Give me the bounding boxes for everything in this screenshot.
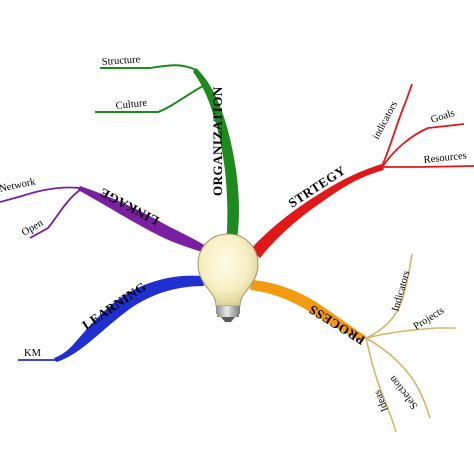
bulb-glass: [197, 233, 259, 307]
organization-label: ORGANIZATION: [210, 86, 225, 196]
branch-organization: Structure Culture ORGANIZATION: [95, 54, 239, 246]
organization-child-structure: Structure: [101, 54, 141, 68]
strategy-link-indicators: [381, 83, 413, 167]
bulb-base: [217, 314, 239, 317]
strategy-main-stroke: [250, 164, 384, 258]
learning-label: LEARNING: [79, 279, 149, 333]
process-link-projects: [365, 327, 456, 339]
strategy-child-goals: Goals: [430, 108, 457, 126]
bulb-tip: [221, 317, 235, 322]
process-link-selection: [365, 337, 431, 419]
branch-process: Indicators Projects Selection Ideas PROC…: [250, 253, 456, 433]
linkage-link-open: [29, 189, 81, 239]
branch-learning: KM LEARNING: [18, 275, 204, 362]
learning-child-km: KM: [24, 348, 42, 359]
process-child-ideas: Ideas: [372, 388, 390, 413]
linkage-link-network: [0, 186, 81, 203]
linkage-main-stroke: [78, 186, 206, 252]
linkage-label: LINKAGE: [97, 185, 161, 229]
bulb-base: [216, 306, 240, 310]
strategy-child-resources: Resources: [423, 151, 467, 166]
strategy-link-resources: [383, 165, 474, 168]
learning-main-stroke: [54, 275, 204, 362]
process-link-indicators: [365, 253, 413, 339]
process-label: PROCESS: [306, 302, 368, 348]
process-main-stroke: [250, 280, 366, 342]
organization-link-structure: [100, 64, 197, 71]
lightbulb-icon: [197, 233, 259, 322]
strategy-child-indicators: indicators: [371, 100, 400, 142]
process-child-indicators: Indicators: [390, 269, 412, 312]
branch-strategy: indicators Goals Resources STRTEGY: [250, 83, 474, 258]
process-link-ideas: [365, 337, 397, 433]
process-child-selection: Selection: [387, 373, 420, 411]
organization-child-culture: Culture: [115, 98, 148, 112]
organization-link-culture: [95, 85, 204, 113]
bulb-base: [216, 310, 240, 314]
organization-main-stroke: [193, 68, 239, 246]
strategy-link-goals: [382, 123, 465, 167]
branch-linkage: Network Open LINKAGE: [0, 176, 206, 252]
